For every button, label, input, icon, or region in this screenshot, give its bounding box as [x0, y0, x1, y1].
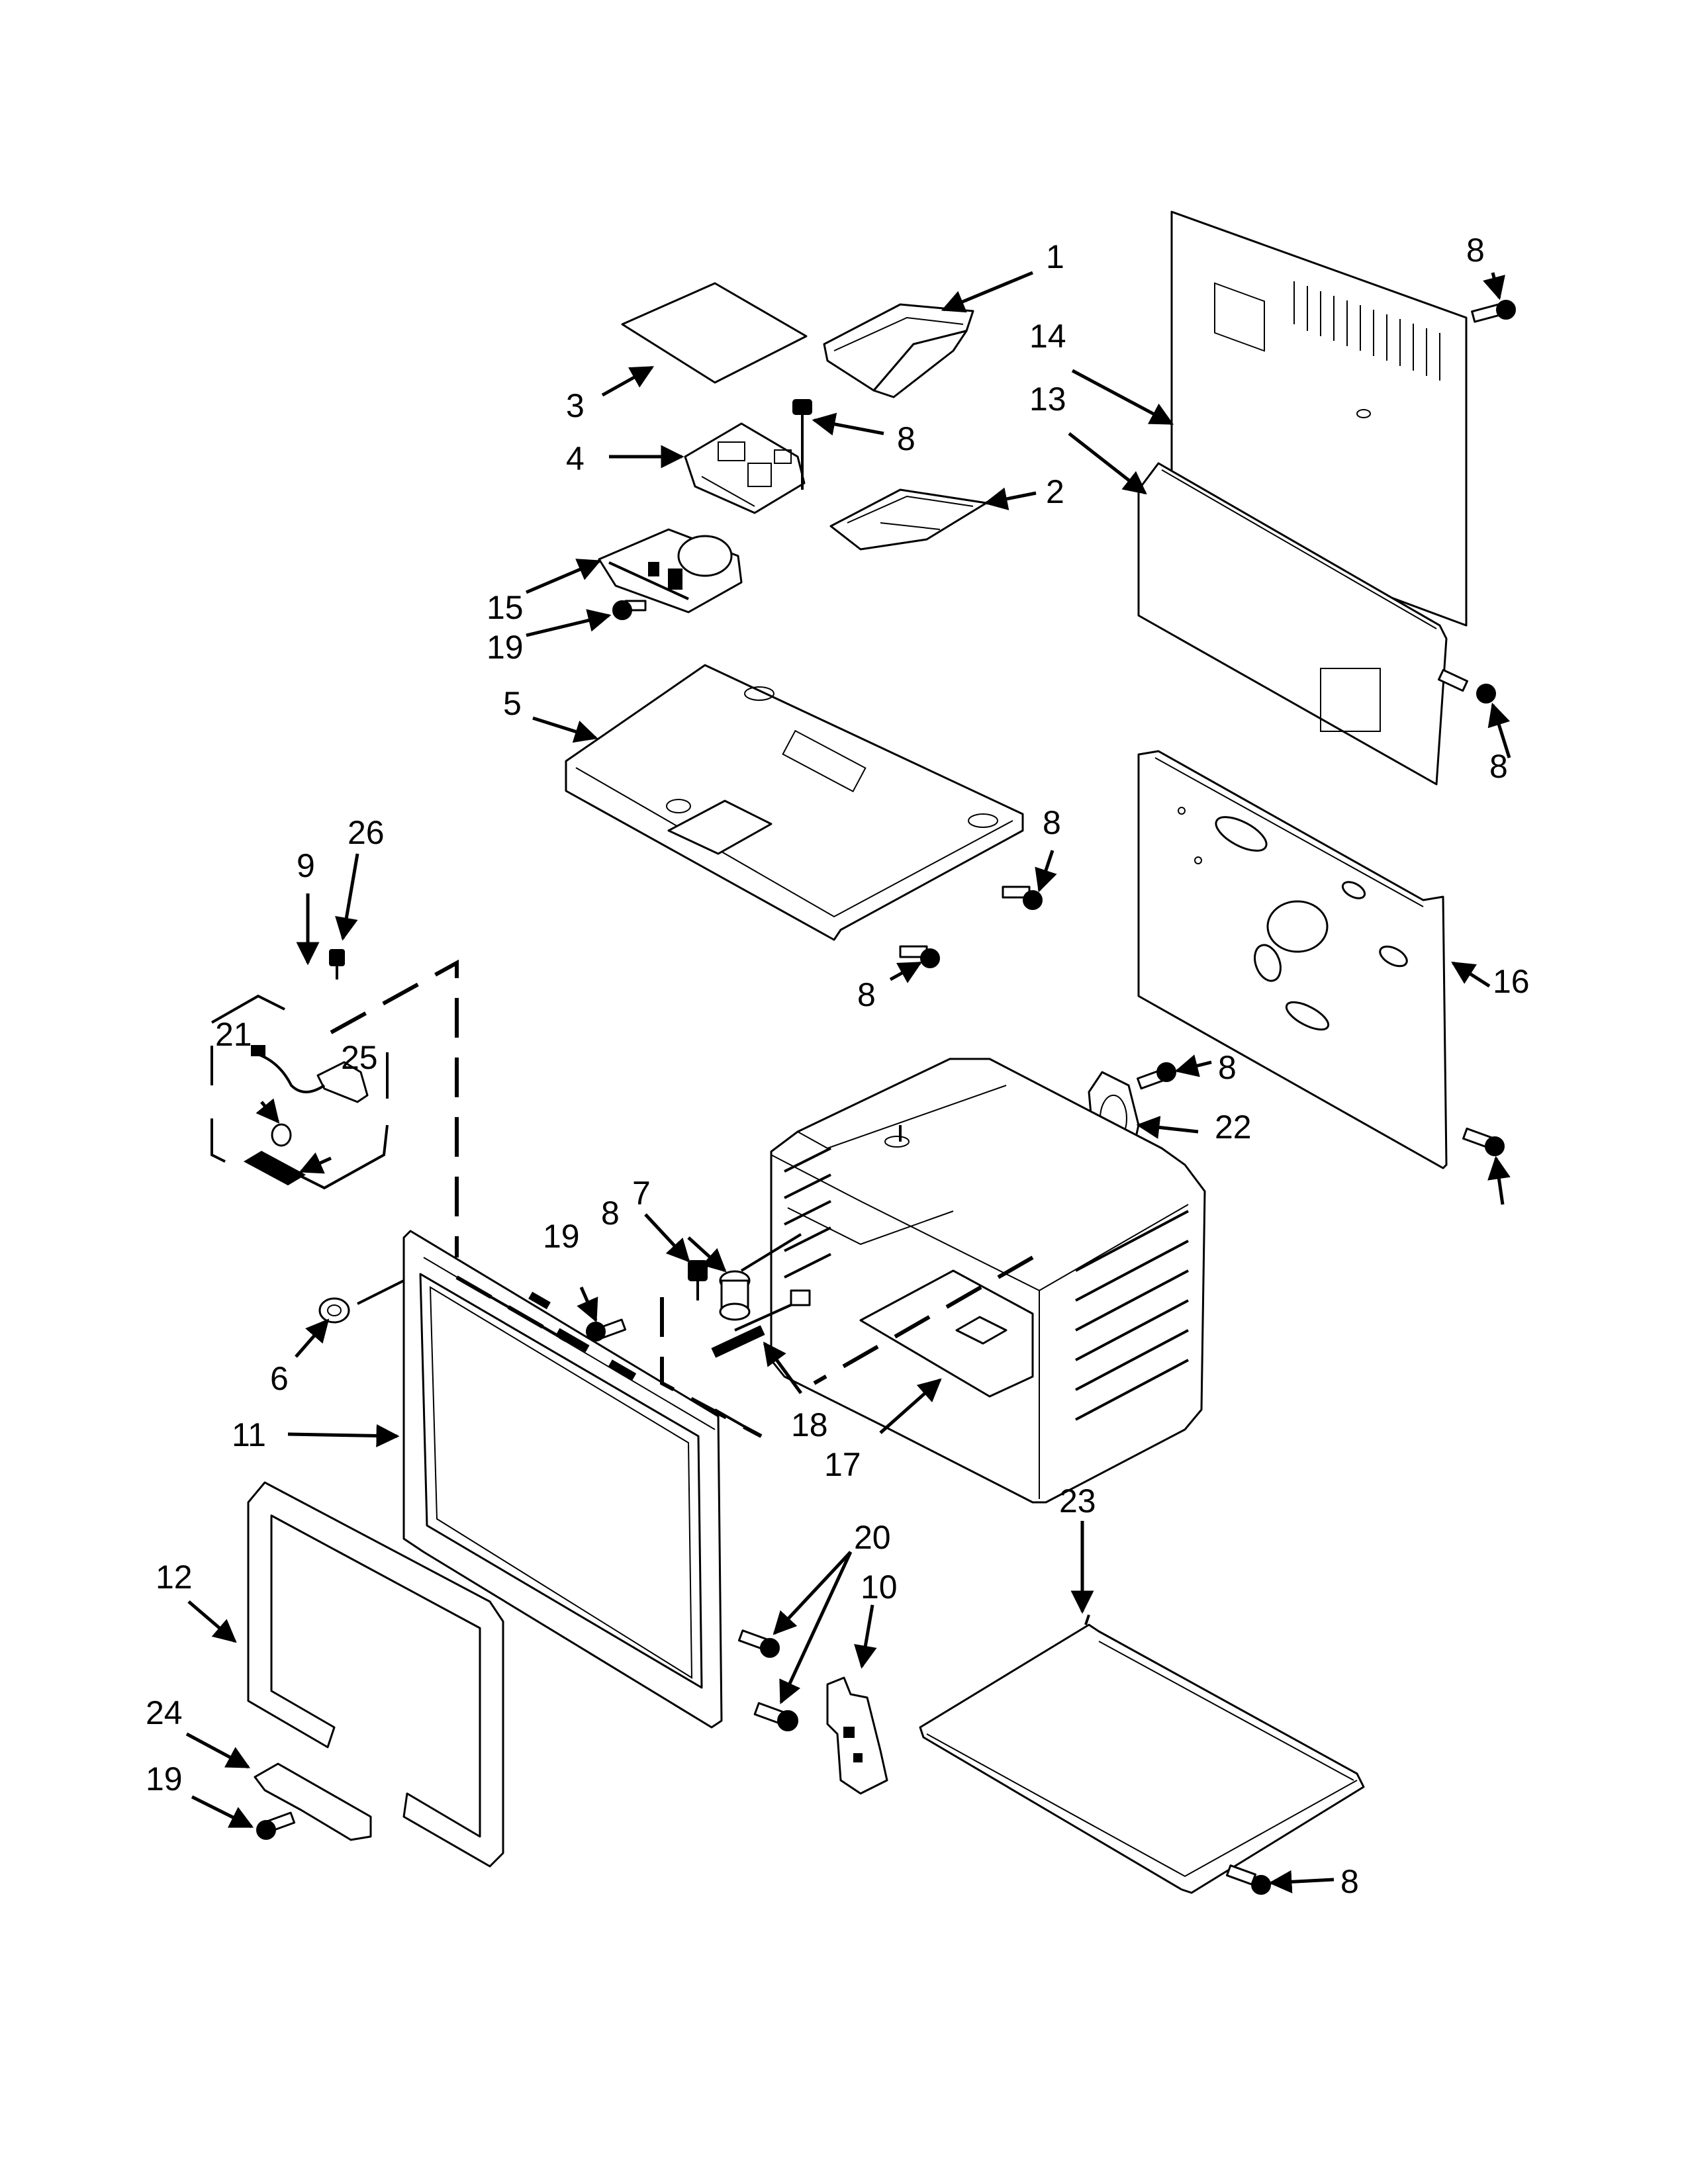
- callout-4: 4: [566, 440, 585, 477]
- screw-8-a: [792, 399, 812, 490]
- screw-19-b: [586, 1318, 627, 1342]
- callout-20: 20: [854, 1519, 891, 1556]
- part-15-latch-assembly: [598, 528, 743, 614]
- callout-25: 25: [341, 1039, 378, 1076]
- part-12-door-gasket: [247, 1481, 504, 1868]
- screw-20-a: [737, 1629, 780, 1658]
- part-9-lamp-assembly: [211, 994, 389, 1190]
- part-23-rack: [919, 1614, 1365, 1894]
- callout-17: 17: [824, 1446, 861, 1483]
- callout-19: 19: [543, 1218, 580, 1255]
- callout-11: 11: [232, 1416, 266, 1453]
- callout-2: 2: [1046, 473, 1064, 510]
- part-4-control-board: [684, 422, 806, 514]
- callout-5: 5: [503, 685, 522, 722]
- part-13-rear-lower-panel: [1137, 462, 1448, 786]
- callout-8: 8: [601, 1195, 620, 1232]
- part-24-bracket: [254, 1762, 372, 1841]
- screw-8-b: [1471, 300, 1516, 323]
- callout-8: 8: [1489, 748, 1508, 785]
- callout-21: 21: [215, 1016, 252, 1053]
- callout-23: 23: [1059, 1482, 1096, 1520]
- callout-14: 14: [1029, 318, 1066, 355]
- callout-8: 8: [1466, 232, 1485, 269]
- part-6-bumper: [318, 1297, 350, 1324]
- callout-8: 8: [897, 420, 915, 457]
- callout-19: 19: [146, 1760, 183, 1797]
- screw-8-e: [899, 945, 940, 968]
- callout-labels: 1 3 8 4 8 2 14 13 15 19 5 8 8 9 26 8 21 …: [146, 232, 1530, 1900]
- screw-8-g: [1462, 1127, 1505, 1156]
- part-11-door-frame: [402, 1230, 723, 1729]
- callout-19: 19: [487, 629, 524, 666]
- screw-8-c: [1437, 668, 1496, 704]
- callout-13: 13: [1029, 381, 1066, 418]
- screw-8-h: [688, 1260, 708, 1300]
- part-7-sensor: [719, 1233, 802, 1321]
- callout-12: 12: [156, 1559, 193, 1596]
- callout-24: 24: [146, 1694, 183, 1731]
- assembly-lines: [330, 959, 1034, 1438]
- callout-6: 6: [270, 1360, 289, 1397]
- callout-9: 9: [297, 847, 315, 884]
- part-17-oven-cavity: [770, 1058, 1206, 1504]
- part-2-tray: [829, 488, 988, 551]
- callout-8: 8: [1218, 1049, 1237, 1086]
- screw-8-d: [1002, 886, 1043, 910]
- part-5-oven-top: [565, 664, 1024, 941]
- callout-15: 15: [487, 589, 524, 626]
- screw-19-c: [256, 1811, 296, 1840]
- screw-8-i: [1225, 1864, 1271, 1895]
- part-26-screw: [329, 949, 345, 979]
- screw-8-f: [1137, 1062, 1176, 1090]
- callout-8: 8: [857, 976, 876, 1013]
- screw-19-a: [612, 600, 647, 620]
- part-1-duct-cover: [823, 303, 974, 398]
- callout-7: 7: [632, 1175, 651, 1212]
- callout-10: 10: [861, 1569, 898, 1606]
- part-3-cover-sheet: [621, 282, 808, 384]
- callout-16: 16: [1493, 963, 1530, 1000]
- part-18-wire-harness: [711, 1289, 811, 1358]
- part-16-back-panel: [1137, 750, 1448, 1169]
- leader-arrows: [185, 271, 1511, 1893]
- callout-26: 26: [348, 814, 385, 851]
- part-21-bulb: [271, 1123, 292, 1147]
- callout-3: 3: [566, 387, 585, 424]
- callout-8: 8: [1340, 1863, 1359, 1900]
- screw-20-b: [753, 1702, 798, 1731]
- callout-8: 8: [1043, 804, 1061, 841]
- callout-18: 18: [791, 1406, 828, 1443]
- callout-22: 22: [1215, 1109, 1252, 1146]
- part-10-hinge-bracket: [826, 1676, 888, 1795]
- part-25-lens: [243, 1150, 306, 1186]
- callout-1: 1: [1046, 238, 1064, 275]
